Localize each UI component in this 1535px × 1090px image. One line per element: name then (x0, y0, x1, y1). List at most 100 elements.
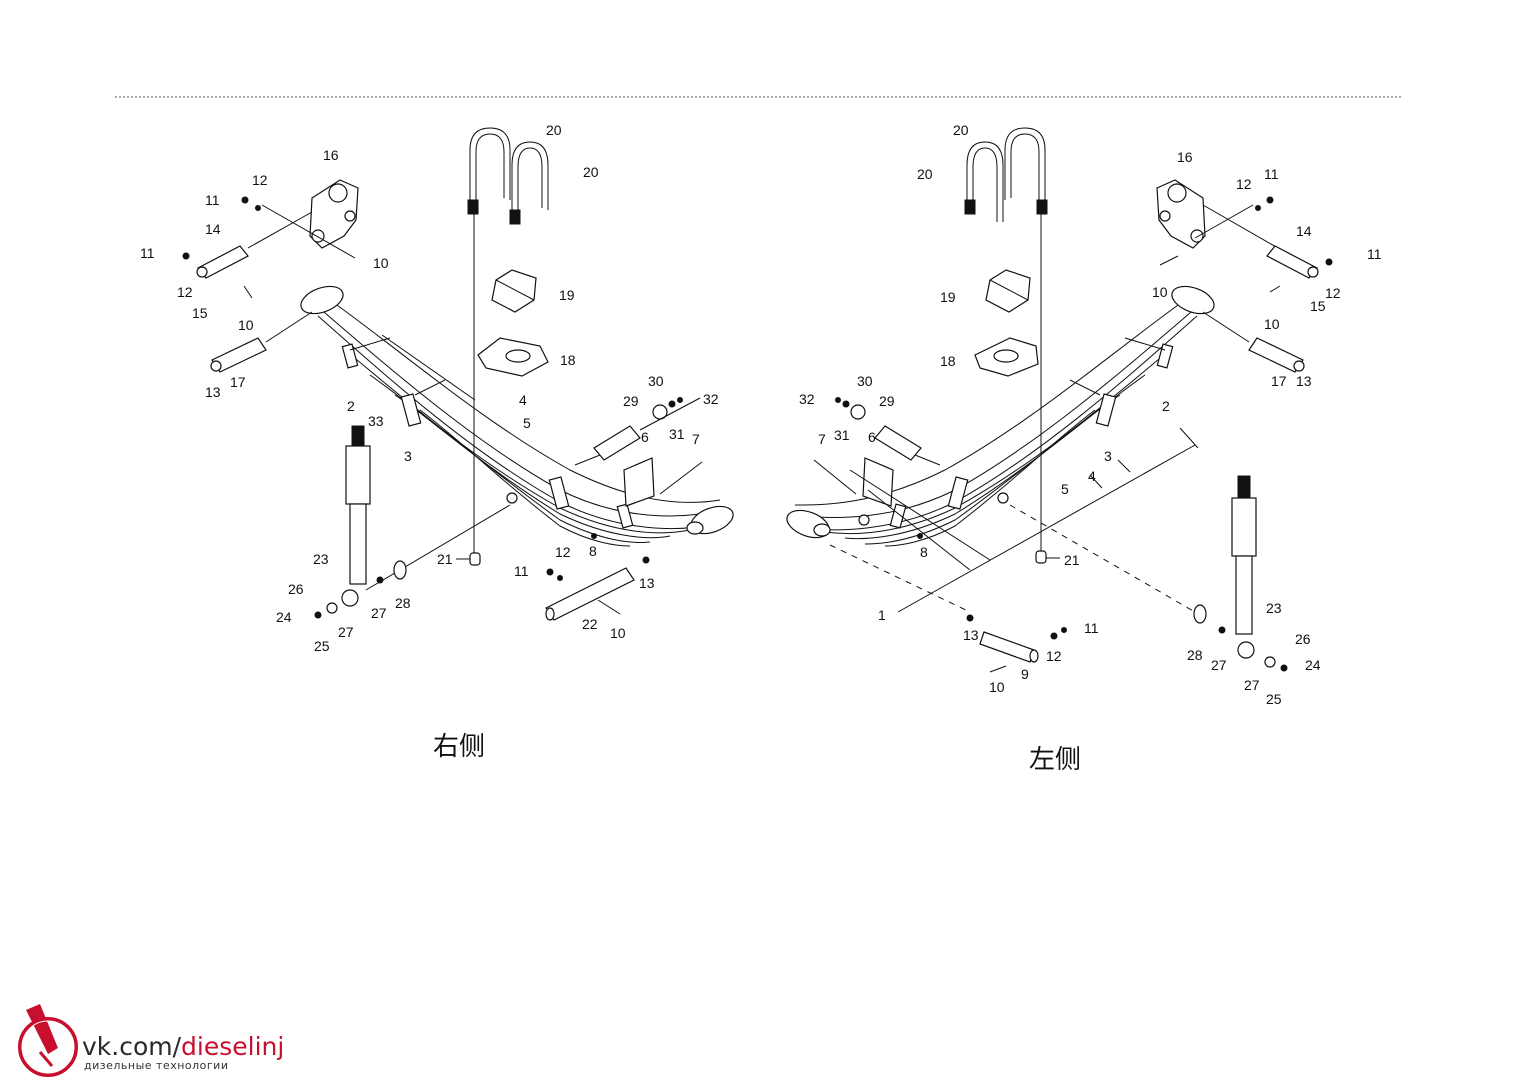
right-label-12: 12 (252, 172, 268, 188)
right-label-10-c: 10 (610, 625, 626, 641)
right-front-hardware (591, 397, 703, 539)
right-label-14: 14 (205, 221, 221, 237)
left-label-20: 20 (953, 122, 969, 138)
right-label-18: 18 (560, 352, 576, 368)
right-label-22: 22 (582, 616, 598, 632)
left-label-13: 13 (1296, 373, 1312, 389)
left-label-10-c: 10 (989, 679, 1005, 695)
left-label-4: 4 (1088, 468, 1096, 484)
right-label-16: 16 (323, 147, 339, 163)
left-spring-seat (974, 337, 1039, 377)
right-label-11-b: 11 (140, 245, 155, 261)
watermark-url: vk.com/dieselinj (82, 1032, 284, 1061)
right-label-12-c: 12 (555, 544, 571, 560)
left-guide-lines (829, 427, 1199, 613)
right-pin-17 (210, 311, 313, 373)
right-label-11-c: 11 (514, 563, 529, 579)
left-label-12: 12 (1236, 176, 1252, 192)
left-label-21: 21 (1064, 552, 1080, 568)
right-label-21: 21 (437, 551, 453, 567)
left-label-27: 27 (1211, 657, 1227, 673)
left-bushing-21 (1035, 550, 1060, 564)
watermark-subtitle: дизельные технологии (84, 1059, 228, 1072)
right-side-caption: 右侧 (433, 732, 485, 762)
left-part-labels: 20 20 16 12 11 14 11 12 15 10 10 19 18 1… (799, 122, 1382, 707)
left-label-18: 18 (940, 353, 956, 369)
right-label-32: 32 (703, 391, 719, 407)
right-label-26: 26 (288, 581, 304, 597)
left-label-32: 32 (799, 391, 815, 407)
right-part-labels: 16 12 11 14 11 12 15 10 10 13 17 2 33 3 … (140, 122, 719, 654)
left-label-28: 28 (1187, 647, 1203, 663)
right-label-7: 7 (692, 431, 700, 447)
left-label-3: 3 (1104, 448, 1112, 464)
right-label-8: 8 (589, 543, 597, 559)
right-label-3: 3 (404, 448, 412, 464)
left-bump-pad (985, 269, 1031, 313)
right-label-28: 28 (395, 595, 411, 611)
left-label-9: 9 (1021, 666, 1029, 682)
right-label-15: 15 (192, 305, 208, 321)
left-shock-absorber (1193, 475, 1288, 672)
fuel-injector-icon (18, 1004, 78, 1077)
right-u-bolts (467, 127, 549, 558)
right-leaf-spring (300, 285, 734, 547)
left-label-2: 2 (1162, 398, 1170, 414)
left-label-29: 29 (879, 393, 895, 409)
left-label-8: 8 (920, 544, 928, 560)
watermark-prefix: vk.com/ (82, 1032, 182, 1061)
right-shackle-bracket (261, 179, 359, 259)
left-label-13-b: 13 (963, 627, 979, 643)
right-label-31: 31 (669, 426, 685, 442)
right-label-6: 6 (641, 429, 649, 445)
right-side-assembly: 16 12 11 14 11 12 15 10 10 13 17 2 33 3 … (140, 122, 734, 762)
right-label-19: 19 (559, 287, 575, 303)
right-label-27-b: 27 (371, 605, 387, 621)
left-pin-14 (1159, 196, 1333, 293)
left-label-1: 1 (878, 607, 886, 623)
left-label-12-c: 12 (1046, 648, 1062, 664)
right-label-30: 30 (648, 373, 664, 389)
left-label-26: 26 (1295, 631, 1311, 647)
right-label-13: 13 (205, 384, 221, 400)
right-label-13-b: 13 (639, 575, 655, 591)
left-label-5: 5 (1061, 481, 1069, 497)
left-label-27-b: 27 (1244, 677, 1260, 693)
right-label-24: 24 (276, 609, 292, 625)
left-label-31: 31 (834, 427, 850, 443)
watermark: vk.com/dieselinj дизельные технологии (18, 1004, 284, 1077)
right-pin-22 (545, 556, 650, 621)
right-spring-seat (477, 337, 549, 377)
left-side-caption: 左侧 (1029, 745, 1081, 775)
left-label-7: 7 (818, 431, 826, 447)
left-label-6: 6 (868, 429, 876, 445)
right-label-5: 5 (523, 415, 531, 431)
right-label-10-b: 10 (238, 317, 254, 333)
left-front-hardware (813, 397, 923, 539)
left-label-17: 17 (1271, 373, 1287, 389)
right-bushing-21 (456, 552, 481, 566)
left-shackle-bracket (1156, 179, 1291, 256)
right-label-17: 17 (230, 374, 246, 390)
right-label-23: 23 (313, 551, 329, 567)
left-label-12-b: 12 (1325, 285, 1341, 301)
watermark-handle: dieselinj (181, 1032, 284, 1061)
left-label-10: 10 (1152, 284, 1168, 300)
right-label-10: 10 (373, 255, 389, 271)
left-label-25: 25 (1266, 691, 1282, 707)
left-side-assembly: 20 20 16 12 11 14 11 12 15 10 10 19 18 1… (786, 122, 1382, 775)
left-label-19: 19 (940, 289, 956, 305)
left-pin-17 (1202, 311, 1305, 373)
left-label-24: 24 (1305, 657, 1321, 673)
left-u-bolts (964, 127, 1048, 556)
right-label-4: 4 (519, 392, 527, 408)
left-label-14: 14 (1296, 223, 1312, 239)
left-pin-9 (966, 614, 1067, 673)
left-label-11-c: 11 (1084, 620, 1099, 636)
left-label-10-b: 10 (1264, 316, 1280, 332)
right-label-20: 20 (546, 122, 562, 138)
left-label-23: 23 (1266, 600, 1282, 616)
left-label-11-b: 11 (1367, 246, 1382, 262)
right-label-11: 11 (205, 192, 220, 208)
